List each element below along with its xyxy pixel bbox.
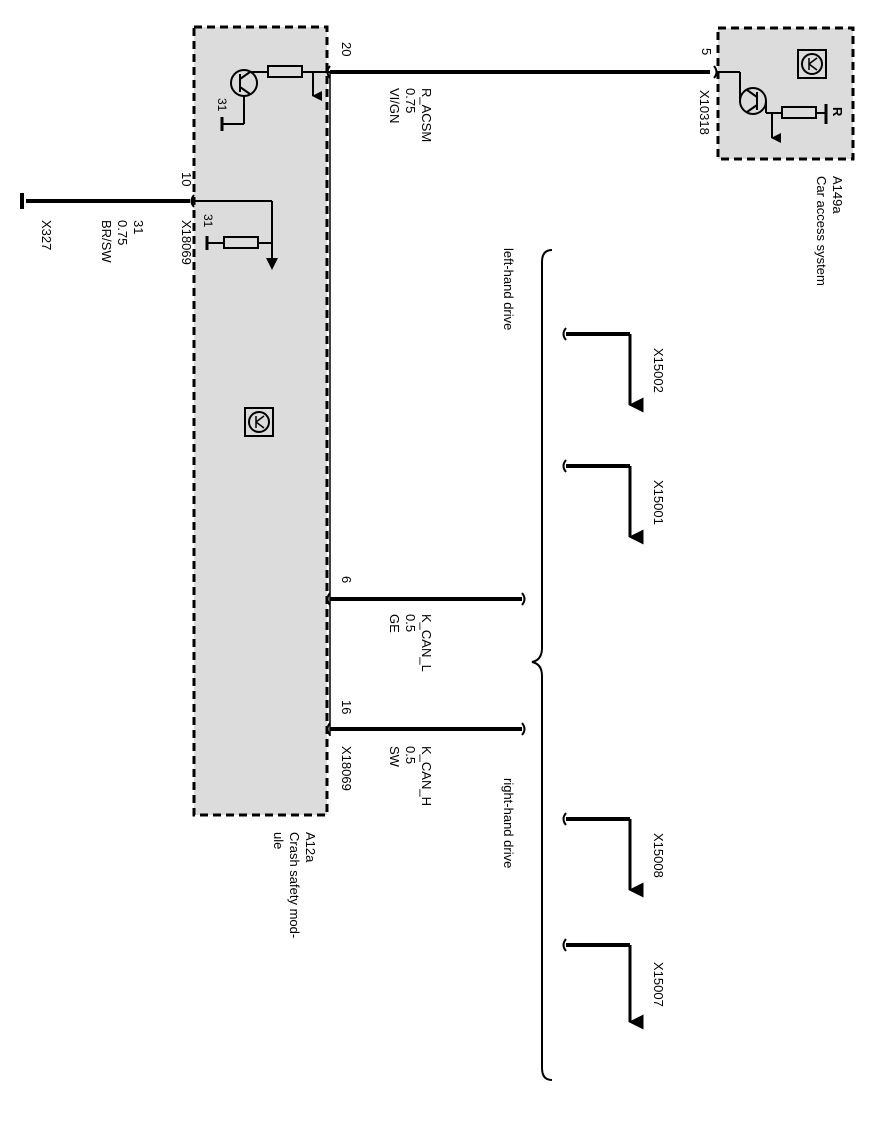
connector-x15001-label: X15001 [651,480,666,525]
ground-circuit: 31 [194,200,278,270]
resistor-label: R [830,107,845,117]
transistor-icon [718,71,781,143]
right-hand-drive-label: right-hand drive [501,778,516,868]
transistor-icon [222,69,267,125]
crash-safety-module: 31 31 [192,25,331,938]
wire-color-ground: BR/SW [99,220,114,263]
car-access-module-name: Car access system [814,176,829,286]
ground-point-x327: X327 [39,220,54,250]
pin-16: 16 [339,700,354,714]
car-access-module: R A149a Car access system [716,26,855,286]
connector-x10318: X10318 [697,90,712,135]
connector-x15007-label: X15007 [651,962,666,1007]
module-symbol-icon [797,49,827,79]
wire-signal-k-can-h: K_CAN_H [419,746,434,806]
pin-10: 10 [179,172,194,186]
crash-safety-module-name-1: Crash safety mod- [287,832,302,938]
connector-x15002: X15002 [562,327,666,413]
wire-ground: 10 X18069 31 0.75 BR/SW X327 [20,172,195,265]
pin-20: 20 [339,42,354,56]
resistor-icon [778,104,828,124]
wire-r-acsm: 20 5 X10318 R_ACSM 0.75 VI/GN [326,42,718,142]
car-access-module-box [716,26,855,161]
wire-color-r-acsm: VI/GN [387,88,402,123]
connector-x15002-label: X15002 [651,348,666,393]
wire-signal-k-can-l: K_CAN_L [419,614,434,672]
wire-signal-ground: 31 [131,220,146,234]
wire-color-k-can-l: GE [387,614,402,633]
crash-safety-module-name-2: ule [271,832,286,849]
connector-x15007: X15007 [562,938,666,1030]
module-symbol-icon [244,407,274,437]
pin-6: 6 [339,576,354,583]
wire-color-k-can-h: SW [387,746,402,768]
connector-x18069-bottom: X18069 [339,746,354,791]
wire-k-can-h: 16 X18069 K_CAN_H 0.5 SW [326,700,526,806]
car-access-module-id: A149a [830,176,845,214]
crash-safety-module-box [192,25,329,817]
connector-x15008: X15008 [562,812,666,898]
ground-label-31-mid: 31 [201,214,215,228]
left-hand-drive-label: left-hand drive [501,248,516,330]
connector-x15008-label: X15008 [651,833,666,878]
wire-gauge-k-can-h: 0.5 [403,746,418,764]
wire-gauge-ground: 0.75 [115,220,130,245]
wire-gauge-r-acsm: 0.75 [403,88,418,113]
connector-x18069-top: X18069 [179,220,194,265]
wire-gauge-k-can-l: 0.5 [403,614,418,632]
ground-label-31-top: 31 [215,98,229,112]
pin-5: 5 [699,48,714,55]
resistor-icon [208,236,272,249]
crash-safety-module-id: A12a [303,832,318,863]
drive-brace [531,249,553,1081]
wire-signal-r-acsm: R_ACSM [419,88,434,142]
connector-x15001: X15001 [562,459,666,545]
resistor-icon [267,65,330,101]
wire-k-can-l: 6 K_CAN_L 0.5 GE [326,576,526,672]
